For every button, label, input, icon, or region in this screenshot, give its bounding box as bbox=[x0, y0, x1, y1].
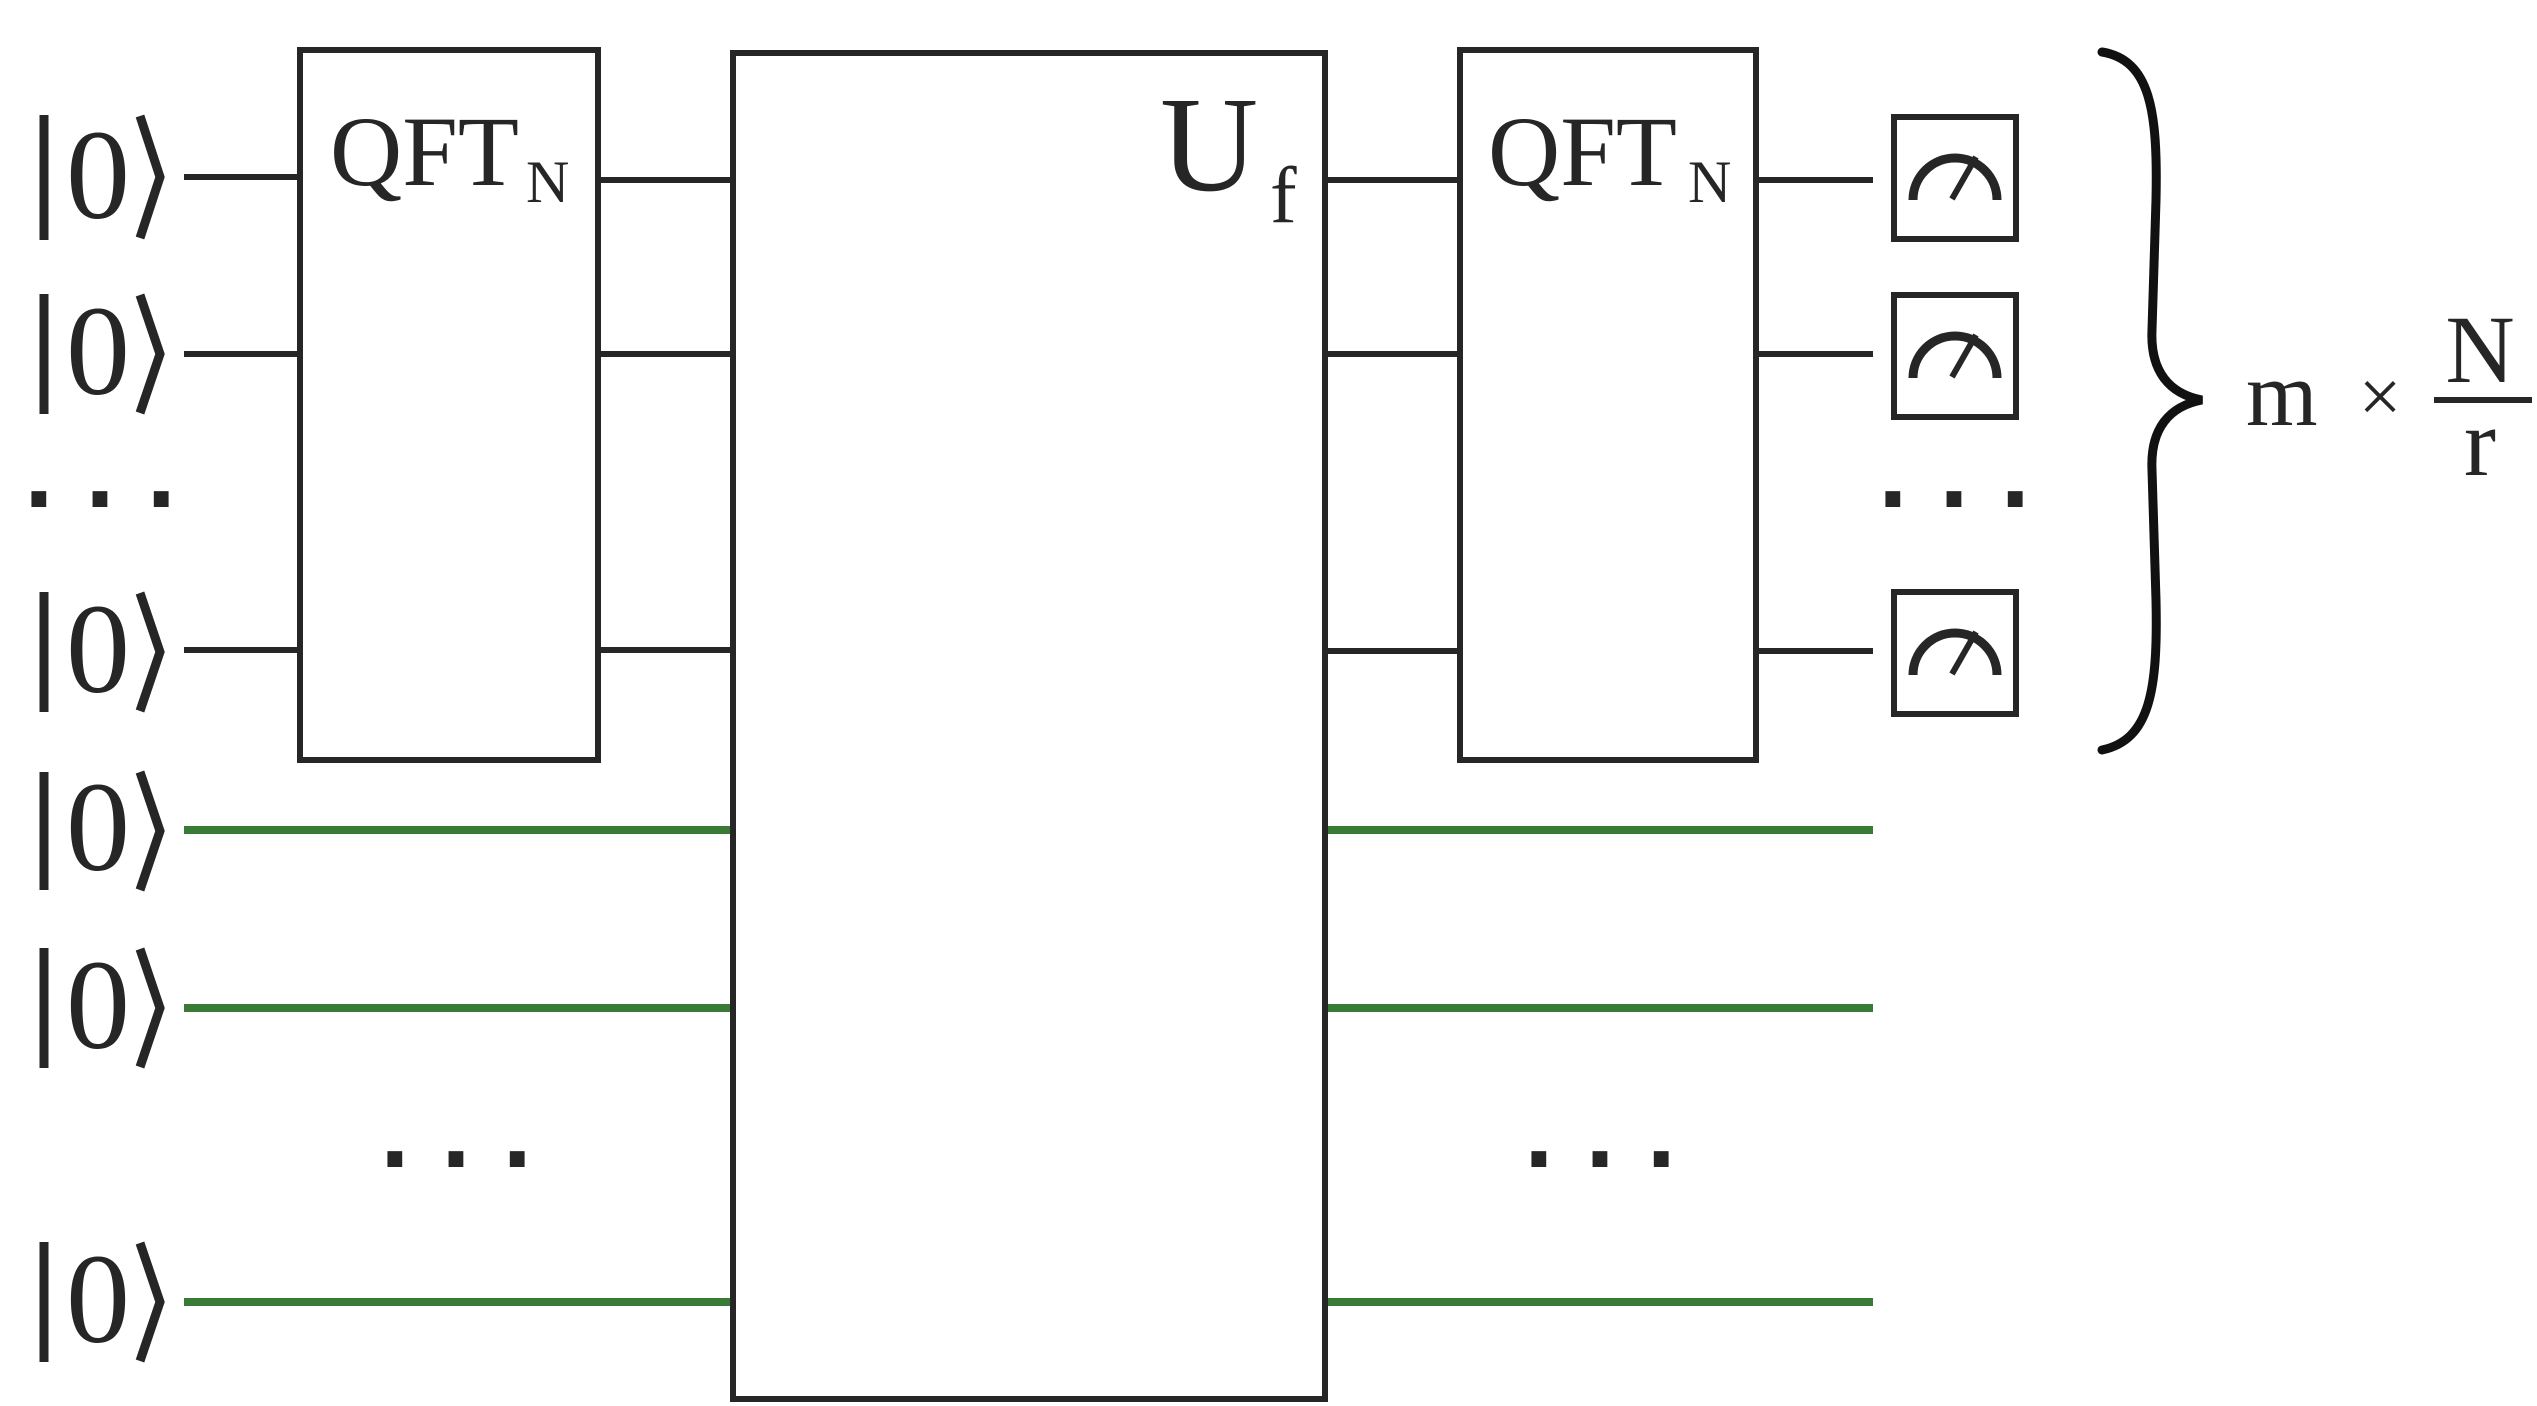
ket-labels: 0 0 0 0 0 0 bbox=[39, 104, 165, 1370]
meter-arc bbox=[1908, 153, 2002, 201]
annotation-times: × bbox=[2359, 355, 2402, 439]
ket-value: 0 bbox=[66, 756, 130, 898]
qft-left-label: QFT bbox=[330, 96, 519, 207]
meter-needle bbox=[1949, 630, 1979, 676]
qft-right-subscript: N bbox=[1688, 149, 1731, 215]
ket-right-angle bbox=[135, 293, 165, 415]
ket-value: 0 bbox=[66, 280, 130, 422]
curly-brace bbox=[2097, 47, 2203, 755]
meter-icon bbox=[1891, 114, 2019, 242]
meter-box bbox=[1891, 114, 2019, 242]
qft-right-box bbox=[1457, 47, 1759, 763]
uf-gate: U f bbox=[730, 50, 1328, 1402]
ket-row-2: 0 bbox=[39, 280, 165, 422]
qft-left-subscript: N bbox=[526, 149, 569, 215]
ancilla-left-ellipsis: · · · bbox=[379, 1110, 533, 1208]
qft-right-gate: QFT N bbox=[1457, 47, 1759, 763]
lower-register-wires bbox=[184, 826, 1873, 1306]
meter-icon bbox=[1891, 292, 2019, 420]
meter-box bbox=[1891, 292, 2019, 420]
ket-row-3: 0 bbox=[39, 578, 165, 720]
annotation-numerator: N bbox=[2445, 296, 2514, 403]
annotation-denominator: r bbox=[2464, 389, 2496, 496]
meter-arc bbox=[1908, 628, 2002, 676]
repetition-annotation: m × N r bbox=[2246, 296, 2532, 496]
ket-right-angle bbox=[135, 947, 165, 1069]
ket-value: 0 bbox=[66, 934, 130, 1076]
meter-needle bbox=[1949, 155, 1979, 201]
upper-register-wires bbox=[184, 174, 1873, 654]
ancilla-right-ellipsis: · · · bbox=[1523, 1110, 1677, 1208]
qft-left-box bbox=[297, 47, 601, 763]
left-ellipsis: · · · bbox=[23, 450, 177, 548]
meter-icon bbox=[1891, 589, 2019, 717]
ket-value: 0 bbox=[66, 1228, 130, 1370]
ket-value: 0 bbox=[66, 104, 130, 246]
uf-subscript: f bbox=[1270, 152, 1297, 240]
meter-box bbox=[1891, 589, 2019, 717]
ket-right-angle bbox=[135, 591, 165, 713]
uf-label: U bbox=[1160, 70, 1258, 220]
ket-row-4: 0 bbox=[39, 756, 165, 898]
ket-right-angle bbox=[135, 770, 165, 892]
annotation-coefficient: m bbox=[2246, 343, 2318, 445]
ket-right-angle bbox=[135, 114, 165, 240]
qft-right-label: QFT bbox=[1488, 96, 1677, 207]
ket-right-angle bbox=[135, 1241, 165, 1363]
ket-row-5: 0 bbox=[39, 934, 165, 1076]
meter-needle bbox=[1949, 333, 1979, 379]
qft-left-gate: QFT N bbox=[297, 47, 601, 763]
uf-box bbox=[730, 50, 1328, 1402]
meter-arc bbox=[1908, 331, 2002, 379]
ket-row-6: 0 bbox=[39, 1228, 165, 1370]
right-ellipsis: · · · bbox=[1877, 450, 2031, 548]
ket-row-1: 0 bbox=[39, 104, 165, 246]
ket-value: 0 bbox=[66, 578, 130, 720]
